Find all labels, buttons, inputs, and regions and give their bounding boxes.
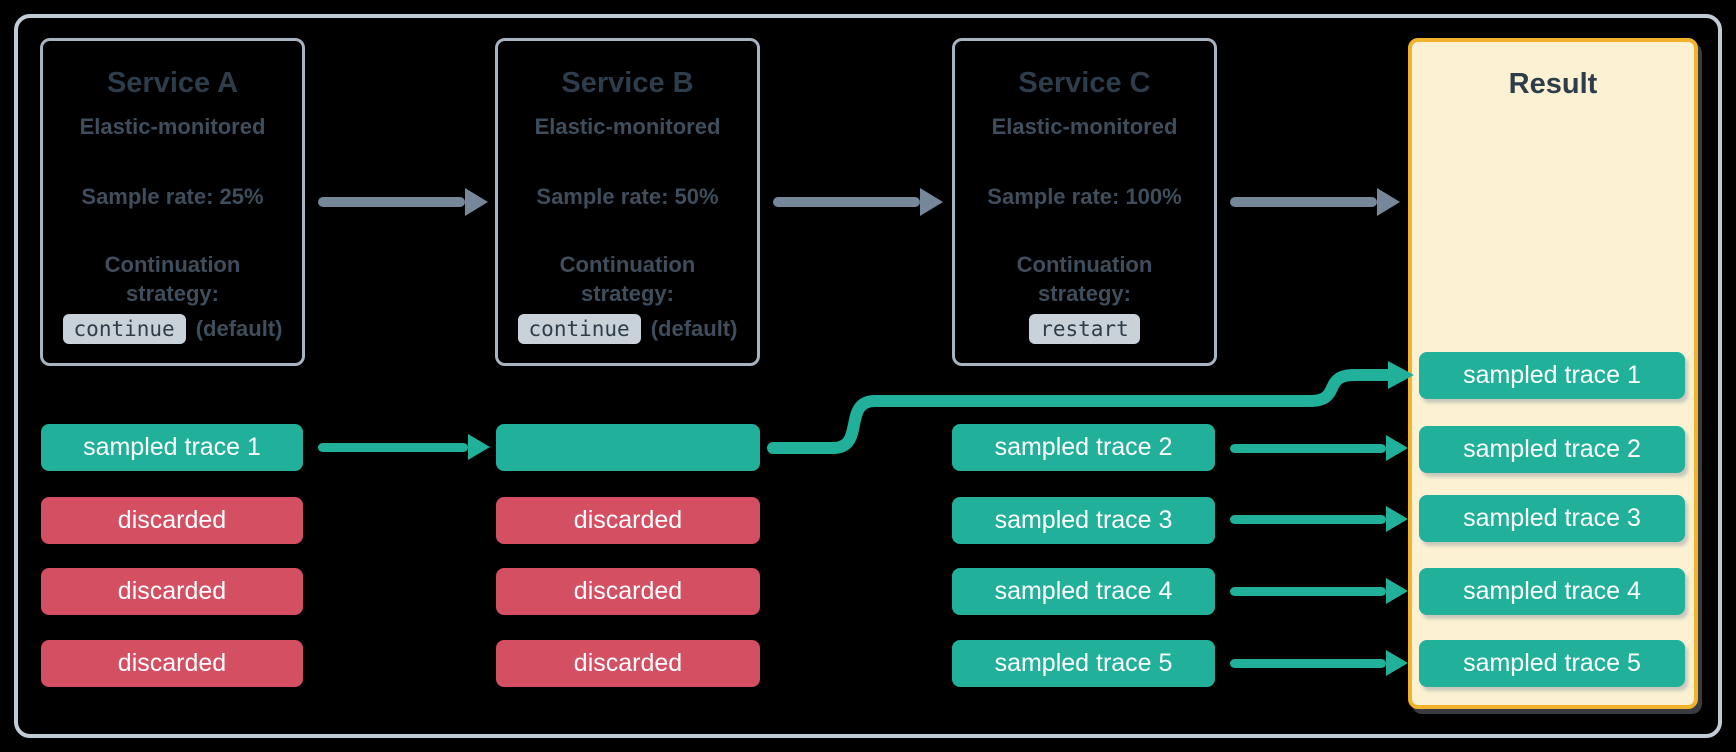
service-b-sample-rate: Sample rate: 50%: [536, 184, 719, 209]
lane-c-sampled-trace-3: sampled trace 3: [952, 497, 1215, 544]
service-c-box: Service C Elastic-monitored Sample rate:…: [952, 38, 1217, 366]
service-b-strategy-row: continue (default): [517, 314, 738, 345]
arrow-shaft: [1230, 514, 1386, 524]
arrow-shaft: [318, 442, 468, 452]
arrow-shaft: [1230, 443, 1386, 453]
result-sampled-trace-1: sampled trace 1: [1419, 352, 1685, 399]
arrow-shaft: [318, 197, 465, 207]
service-b-continuation-label: Continuation strategy:: [559, 252, 696, 307]
service-b-strategy-code: continue: [517, 314, 641, 345]
lane-b-discarded-1: discarded: [496, 497, 760, 544]
lane-b-sampled-trace-unlabeled: [496, 424, 760, 471]
arrow-head-icon: [1386, 578, 1408, 604]
service-a-sample-rate: Sample rate: 25%: [81, 184, 264, 209]
service-b-monitored-label: Elastic-monitored: [534, 114, 721, 139]
trace-arrow-c-to-result-5: [1230, 650, 1408, 676]
arrow-head-icon: [920, 188, 943, 216]
lane-b-discarded-3: discarded: [496, 640, 760, 687]
trace-arrow-a-to-b: [318, 434, 490, 460]
service-c-sample-rate: Sample rate: 100%: [987, 184, 1182, 209]
result-sampled-trace-5: sampled trace 5: [1419, 640, 1685, 687]
arrow-head-icon: [1386, 650, 1408, 676]
lane-c-sampled-trace-2: sampled trace 2: [952, 424, 1215, 471]
result-title: Result: [1508, 68, 1598, 100]
service-a-strategy-row: continue (default): [62, 314, 283, 345]
trace-arrow-c-to-result-3: [1230, 506, 1408, 532]
arrow-shaft: [1230, 586, 1386, 596]
arrow-service-b-to-c: [773, 188, 943, 216]
service-c-strategy-code: restart: [1029, 314, 1140, 345]
service-b-box: Service B Elastic-monitored Sample rate:…: [495, 38, 760, 366]
arrow-head-icon: [1377, 188, 1400, 216]
arrow-service-a-to-b: [318, 188, 488, 216]
arrow-head-icon: [1386, 506, 1408, 532]
lane-a-discarded-2: discarded: [41, 568, 303, 615]
arrow-shaft: [1230, 197, 1377, 207]
arrow-head-icon: [465, 188, 488, 216]
trace-arrow-c-to-result-2: [1230, 435, 1408, 461]
arrow-shaft: [773, 197, 920, 207]
lane-a-discarded-1: discarded: [41, 497, 303, 544]
service-a-strategy-code: continue: [62, 314, 186, 345]
lane-c-sampled-trace-5: sampled trace 5: [952, 640, 1215, 687]
lane-a-discarded-3: discarded: [41, 640, 303, 687]
lane-c-sampled-trace-4: sampled trace 4: [952, 568, 1215, 615]
result-sampled-trace-4: sampled trace 4: [1419, 568, 1685, 615]
service-c-title: Service C: [1018, 67, 1151, 99]
result-sampled-trace-3: sampled trace 3: [1419, 495, 1685, 542]
arrow-head-icon: [1386, 435, 1408, 461]
service-a-monitored-label: Elastic-monitored: [79, 114, 266, 139]
service-a-title: Service A: [106, 67, 239, 99]
service-a-strategy-note: (default): [195, 316, 283, 342]
trace-arrow-c-to-result-4: [1230, 578, 1408, 604]
diagram-outer-frame: [14, 14, 1722, 738]
service-c-monitored-label: Elastic-monitored: [991, 114, 1178, 139]
result-sampled-trace-2: sampled trace 2: [1419, 426, 1685, 473]
lane-a-sampled-trace: sampled trace 1: [41, 424, 303, 471]
arrow-service-c-to-result: [1230, 188, 1400, 216]
service-b-strategy-note: (default): [650, 316, 738, 342]
service-b-title: Service B: [561, 67, 694, 99]
arrow-shaft: [1230, 658, 1386, 668]
service-c-continuation-label: Continuation strategy:: [1016, 252, 1153, 307]
service-a-box: Service A Elastic-monitored Sample rate:…: [40, 38, 305, 366]
service-a-continuation-label: Continuation strategy:: [104, 252, 241, 307]
lane-b-discarded-2: discarded: [496, 568, 760, 615]
arrow-head-icon: [468, 434, 490, 460]
service-c-strategy-row: restart: [1029, 314, 1140, 345]
